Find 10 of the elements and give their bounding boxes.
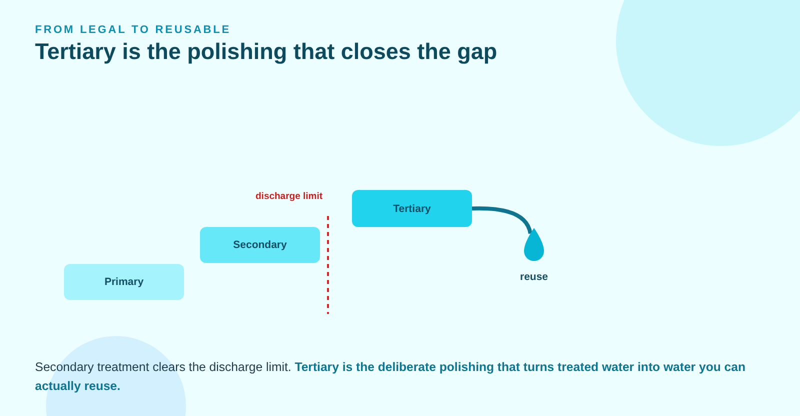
node-caption: reuse [520,271,548,283]
caption-text: Secondary treatment clears the discharge limit. Tertiary is the deliberate polishing that turns treated water into water you can actually reuse. [35,359,746,395]
stage-box: Secondary [200,227,320,263]
curved-connector [472,206,532,234]
eyebrow-text: FROM LEGAL TO REUSABLE [35,24,232,36]
stage-box: Primary [64,264,184,300]
water-drop-icon [524,228,544,261]
stage-box: Tertiary [352,190,472,227]
page-title: Tertiary is the polishing that closes the gap [35,39,498,65]
limit-label: discharge limit [256,191,323,202]
